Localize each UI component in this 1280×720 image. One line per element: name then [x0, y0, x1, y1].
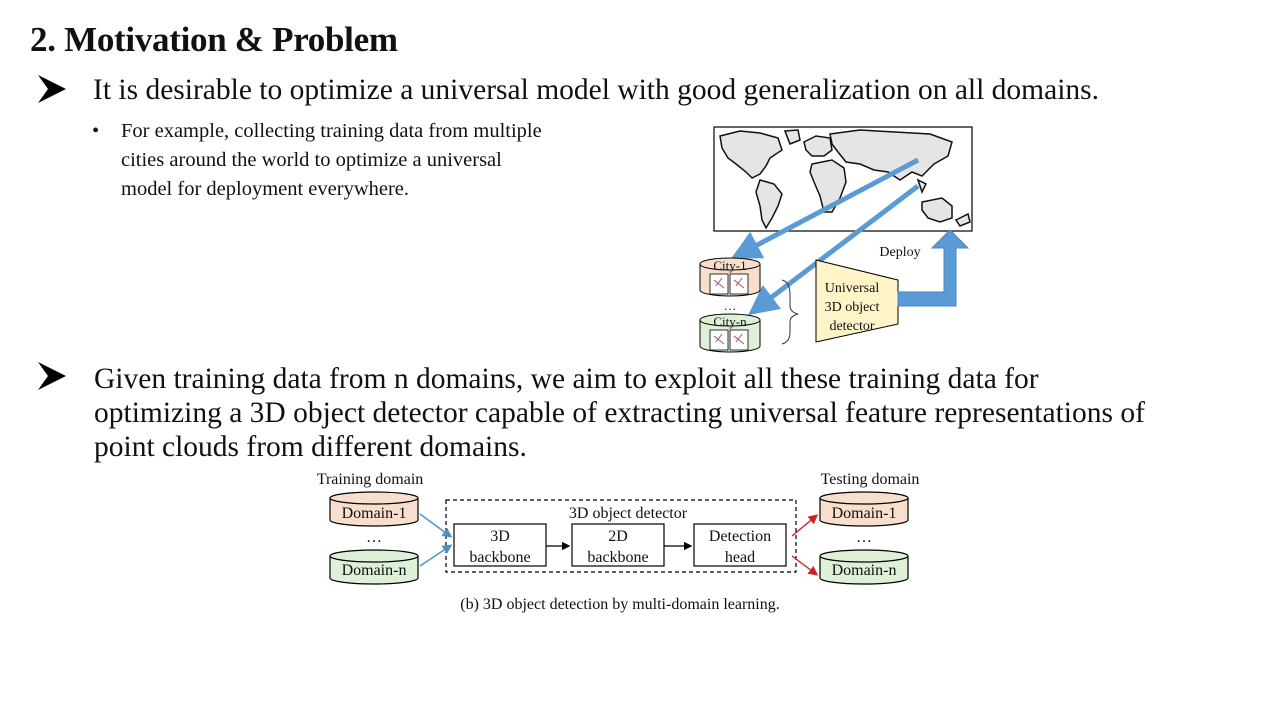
svg-text:Domain-1: Domain-1 [342, 505, 407, 522]
testing-domain-n: Domain-n [819, 549, 909, 585]
training-domain-1: Domain-1 [329, 491, 419, 527]
city-1-cylinder: City-1 [699, 257, 761, 297]
detector-line: Universal [825, 281, 880, 296]
testing-ellipsis: … [856, 529, 872, 546]
multi-domain-figure: Training domain Testing domain Domain-1 … [317, 471, 920, 613]
svg-text:Domain-n: Domain-n [832, 562, 897, 579]
training-domain-label: Training domain [317, 471, 424, 488]
universal-detector: Universal 3D object detector [815, 259, 899, 343]
bullet2-line: Given training data from n domains, we a… [94, 363, 1039, 395]
city-n-cylinder: City-n [699, 313, 761, 353]
block-2d-backbone: 2D backbone [571, 523, 665, 567]
sub-bullet-line: For example, collecting training data fr… [121, 120, 542, 142]
detector-title: 3D object detector [569, 505, 688, 522]
deploy-label: Deploy [879, 245, 920, 260]
city-1-label: City-1 [713, 258, 746, 273]
svg-text:backbone: backbone [469, 549, 530, 566]
bullet2-line: point clouds from different domains. [94, 431, 527, 463]
continents-icon [719, 129, 971, 230]
svg-text:head: head [725, 549, 755, 566]
training-ellipsis: … [366, 529, 382, 546]
testing-domain-1: Domain-1 [819, 491, 909, 527]
block-detection-head: Detection head [693, 523, 787, 567]
svg-text:Domain-1: Domain-1 [832, 505, 897, 522]
bullet2-line: optimizing a 3D object detector capable … [94, 397, 1145, 429]
city-n-label: City-n [713, 314, 747, 329]
svg-text:3D: 3D [490, 528, 510, 545]
svg-text:Detection: Detection [709, 528, 771, 545]
figure-caption: (b) 3D object detection by multi-domain … [460, 596, 779, 613]
arrow-bullet-icon [38, 362, 66, 390]
city-ellipsis: … [724, 298, 737, 313]
arrow-to-city-n [748, 184, 920, 316]
arrow-to-city-1 [730, 157, 920, 260]
arrow-bullet-icon [38, 75, 66, 103]
curly-brace-icon [781, 279, 799, 345]
svg-text:backbone: backbone [587, 549, 648, 566]
sub-bullet-line: cities around the world to optimize a un… [121, 149, 502, 171]
training-domain-n: Domain-n [329, 549, 419, 585]
block-3d-backbone: 3D backbone [453, 523, 547, 567]
deploy-arrow-icon [897, 229, 970, 307]
detector-line: detector [829, 319, 874, 334]
svg-text:2D: 2D [608, 528, 628, 545]
svg-text:Domain-n: Domain-n [342, 562, 407, 579]
sub-bullet-line: model for deployment everywhere. [121, 178, 410, 200]
bullet-multi-domain-goal: Given training data from n domains, we a… [94, 362, 1145, 464]
slide-title: 2. Motivation & Problem [30, 20, 398, 59]
deployment-figure: City-1 … City-n Universal 3D object dete… [699, 126, 973, 353]
detector-line: 3D object [825, 300, 880, 315]
bullet-universal-model: It is desirable to optimize a universal … [93, 74, 1100, 106]
testing-domain-label: Testing domain [821, 471, 920, 488]
bullet-dot-icon: • [92, 120, 100, 142]
